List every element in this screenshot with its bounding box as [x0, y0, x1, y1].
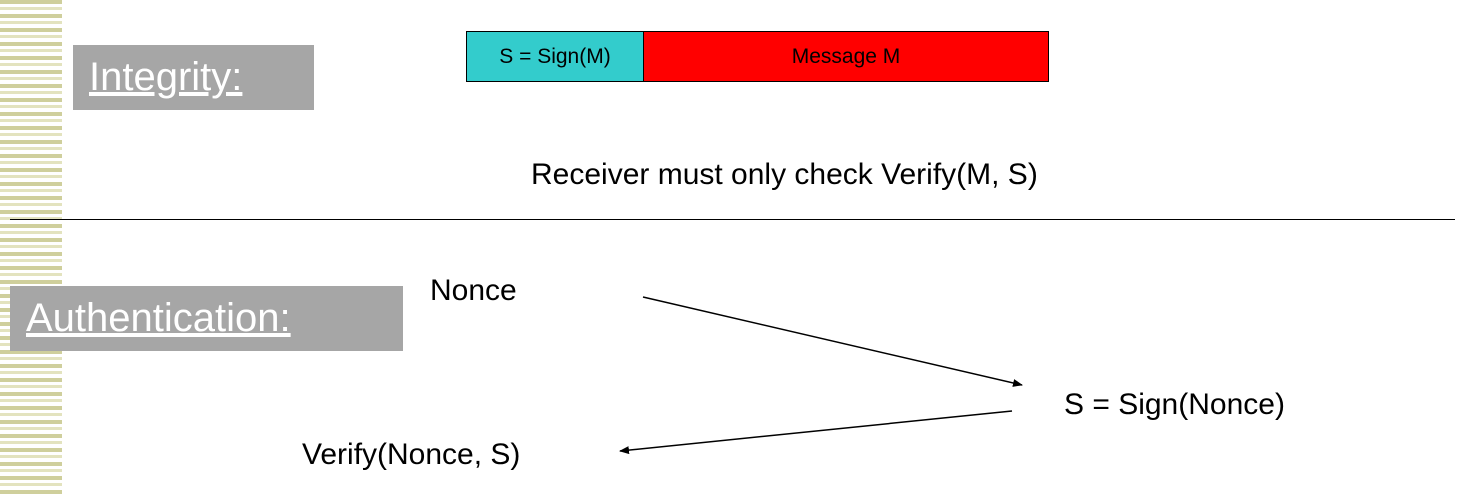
signature-cell-label: S = Sign(M)	[499, 44, 611, 68]
integrity-heading: Integrity:	[73, 45, 314, 110]
message-cell: Message M	[643, 31, 1049, 82]
decorative-stripes	[0, 0, 62, 496]
signature-to-verifier-arrow	[619, 410, 1013, 455]
receiver-note: Receiver must only check Verify(M, S)	[531, 158, 1038, 191]
section-divider	[10, 219, 1455, 220]
integrity-heading-text: Integrity:	[89, 55, 243, 99]
nonce-label: Nonce	[430, 274, 517, 307]
authentication-heading-text: Authentication:	[26, 296, 291, 340]
message-cell-label: Message M	[791, 44, 901, 68]
signed-nonce-label: S = Sign(Nonce)	[1064, 388, 1285, 421]
verify-label: Verify(Nonce, S)	[302, 438, 521, 471]
authentication-heading: Authentication:	[10, 286, 403, 351]
nonce-to-signer-arrow	[642, 296, 1023, 387]
